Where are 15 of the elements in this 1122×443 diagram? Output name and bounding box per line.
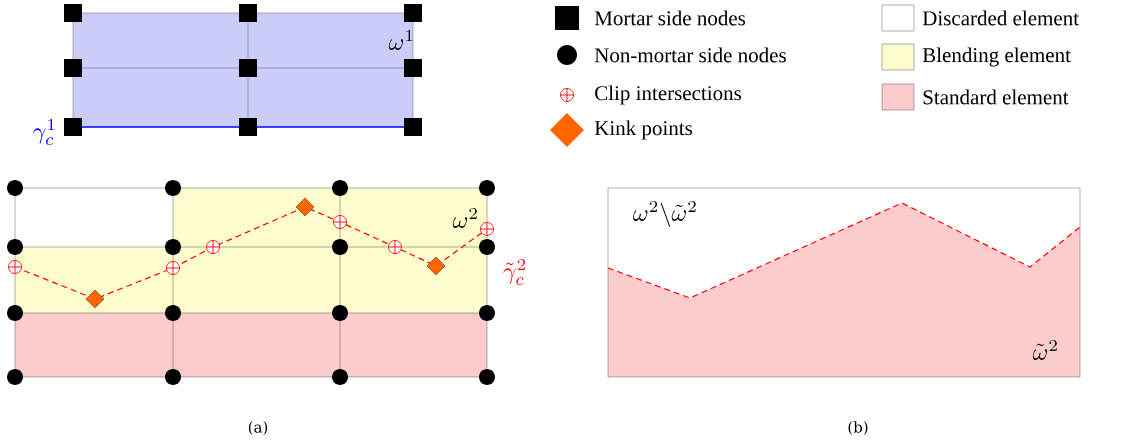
math-label: $\tilde{\gamma}_c^{2}$ <box>503 258 526 285</box>
legend-label: Kink points <box>594 120 693 140</box>
math-label: $\omega^{1}$ <box>388 29 413 51</box>
panel-label: (a) <box>248 421 268 435</box>
panel-label: (b) <box>848 421 868 435</box>
legend-label: Non-mortar side nodes <box>594 47 786 63</box>
legend-label: Mortar side nodes <box>594 10 746 26</box>
math-label: $\omega^{2}$ <box>452 207 477 229</box>
legend-label: Clip intersections <box>595 85 742 105</box>
legend-label: Discarded element <box>922 10 1079 26</box>
math-label: $\gamma_c^{1}$ <box>33 118 55 145</box>
legend-label: Blending element <box>922 47 1071 67</box>
math-label: $\tilde{\omega}^{2}$ <box>1032 339 1057 361</box>
legend-label: Standard element <box>923 89 1069 105</box>
math-label: $\omega^{2}\backslash\tilde{\omega}^{2}$ <box>633 200 696 227</box>
